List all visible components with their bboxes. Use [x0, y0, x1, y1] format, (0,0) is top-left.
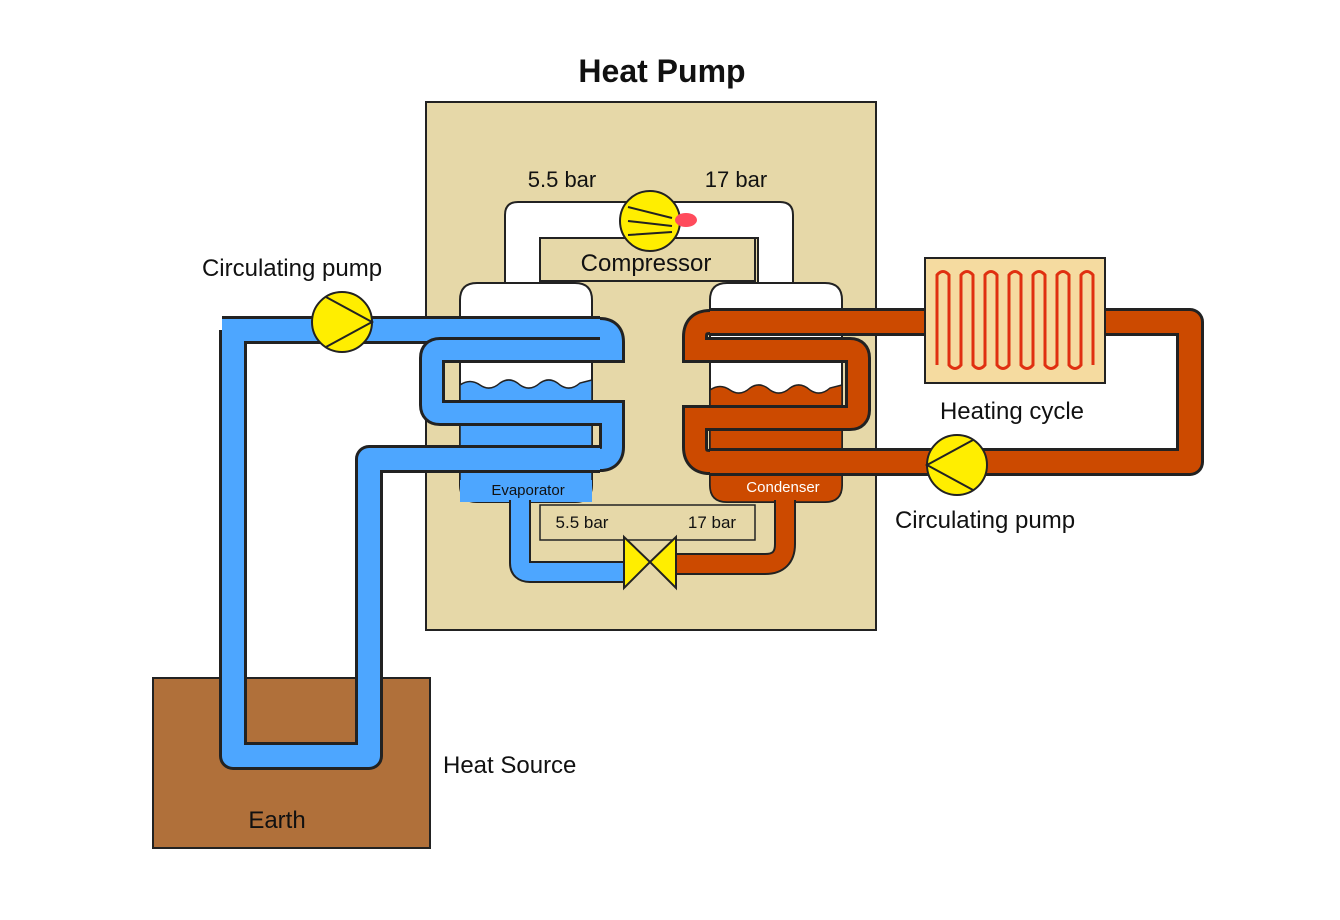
circulating-pump-right-label: Circulating pump — [895, 507, 1075, 534]
evaporator-label: Evaporator — [491, 482, 564, 499]
circulating-pump-right-icon — [924, 434, 988, 496]
heat-source-label: Heat Source — [443, 752, 576, 779]
compressor-label: Compressor — [581, 250, 712, 277]
condenser-label: Condenser — [746, 479, 819, 496]
pressure-low-bottom-label: 5.5 bar — [556, 513, 609, 532]
pressure-high-top-label: 17 bar — [705, 167, 767, 192]
earth-label: Earth — [248, 807, 305, 834]
liquid-line-low-fill — [511, 500, 630, 581]
pressure-high-bottom-label: 17 bar — [688, 513, 737, 532]
circulating-pump-left-label: Circulating pump — [202, 255, 382, 282]
compressor-symbol — [619, 190, 697, 252]
radiator — [924, 257, 1106, 384]
ground-loop-pipe — [219, 316, 625, 770]
liquid-line-high-fill — [672, 500, 794, 573]
heating-cycle-label: Heating cycle — [940, 398, 1084, 425]
pressure-low-top-label: 5.5 bar — [528, 167, 597, 192]
diagram-title: Heat Pump — [578, 53, 745, 89]
expansion-frame — [539, 504, 756, 541]
circulating-pump-left-icon — [311, 291, 375, 353]
expansion-valve-icon — [623, 534, 677, 591]
